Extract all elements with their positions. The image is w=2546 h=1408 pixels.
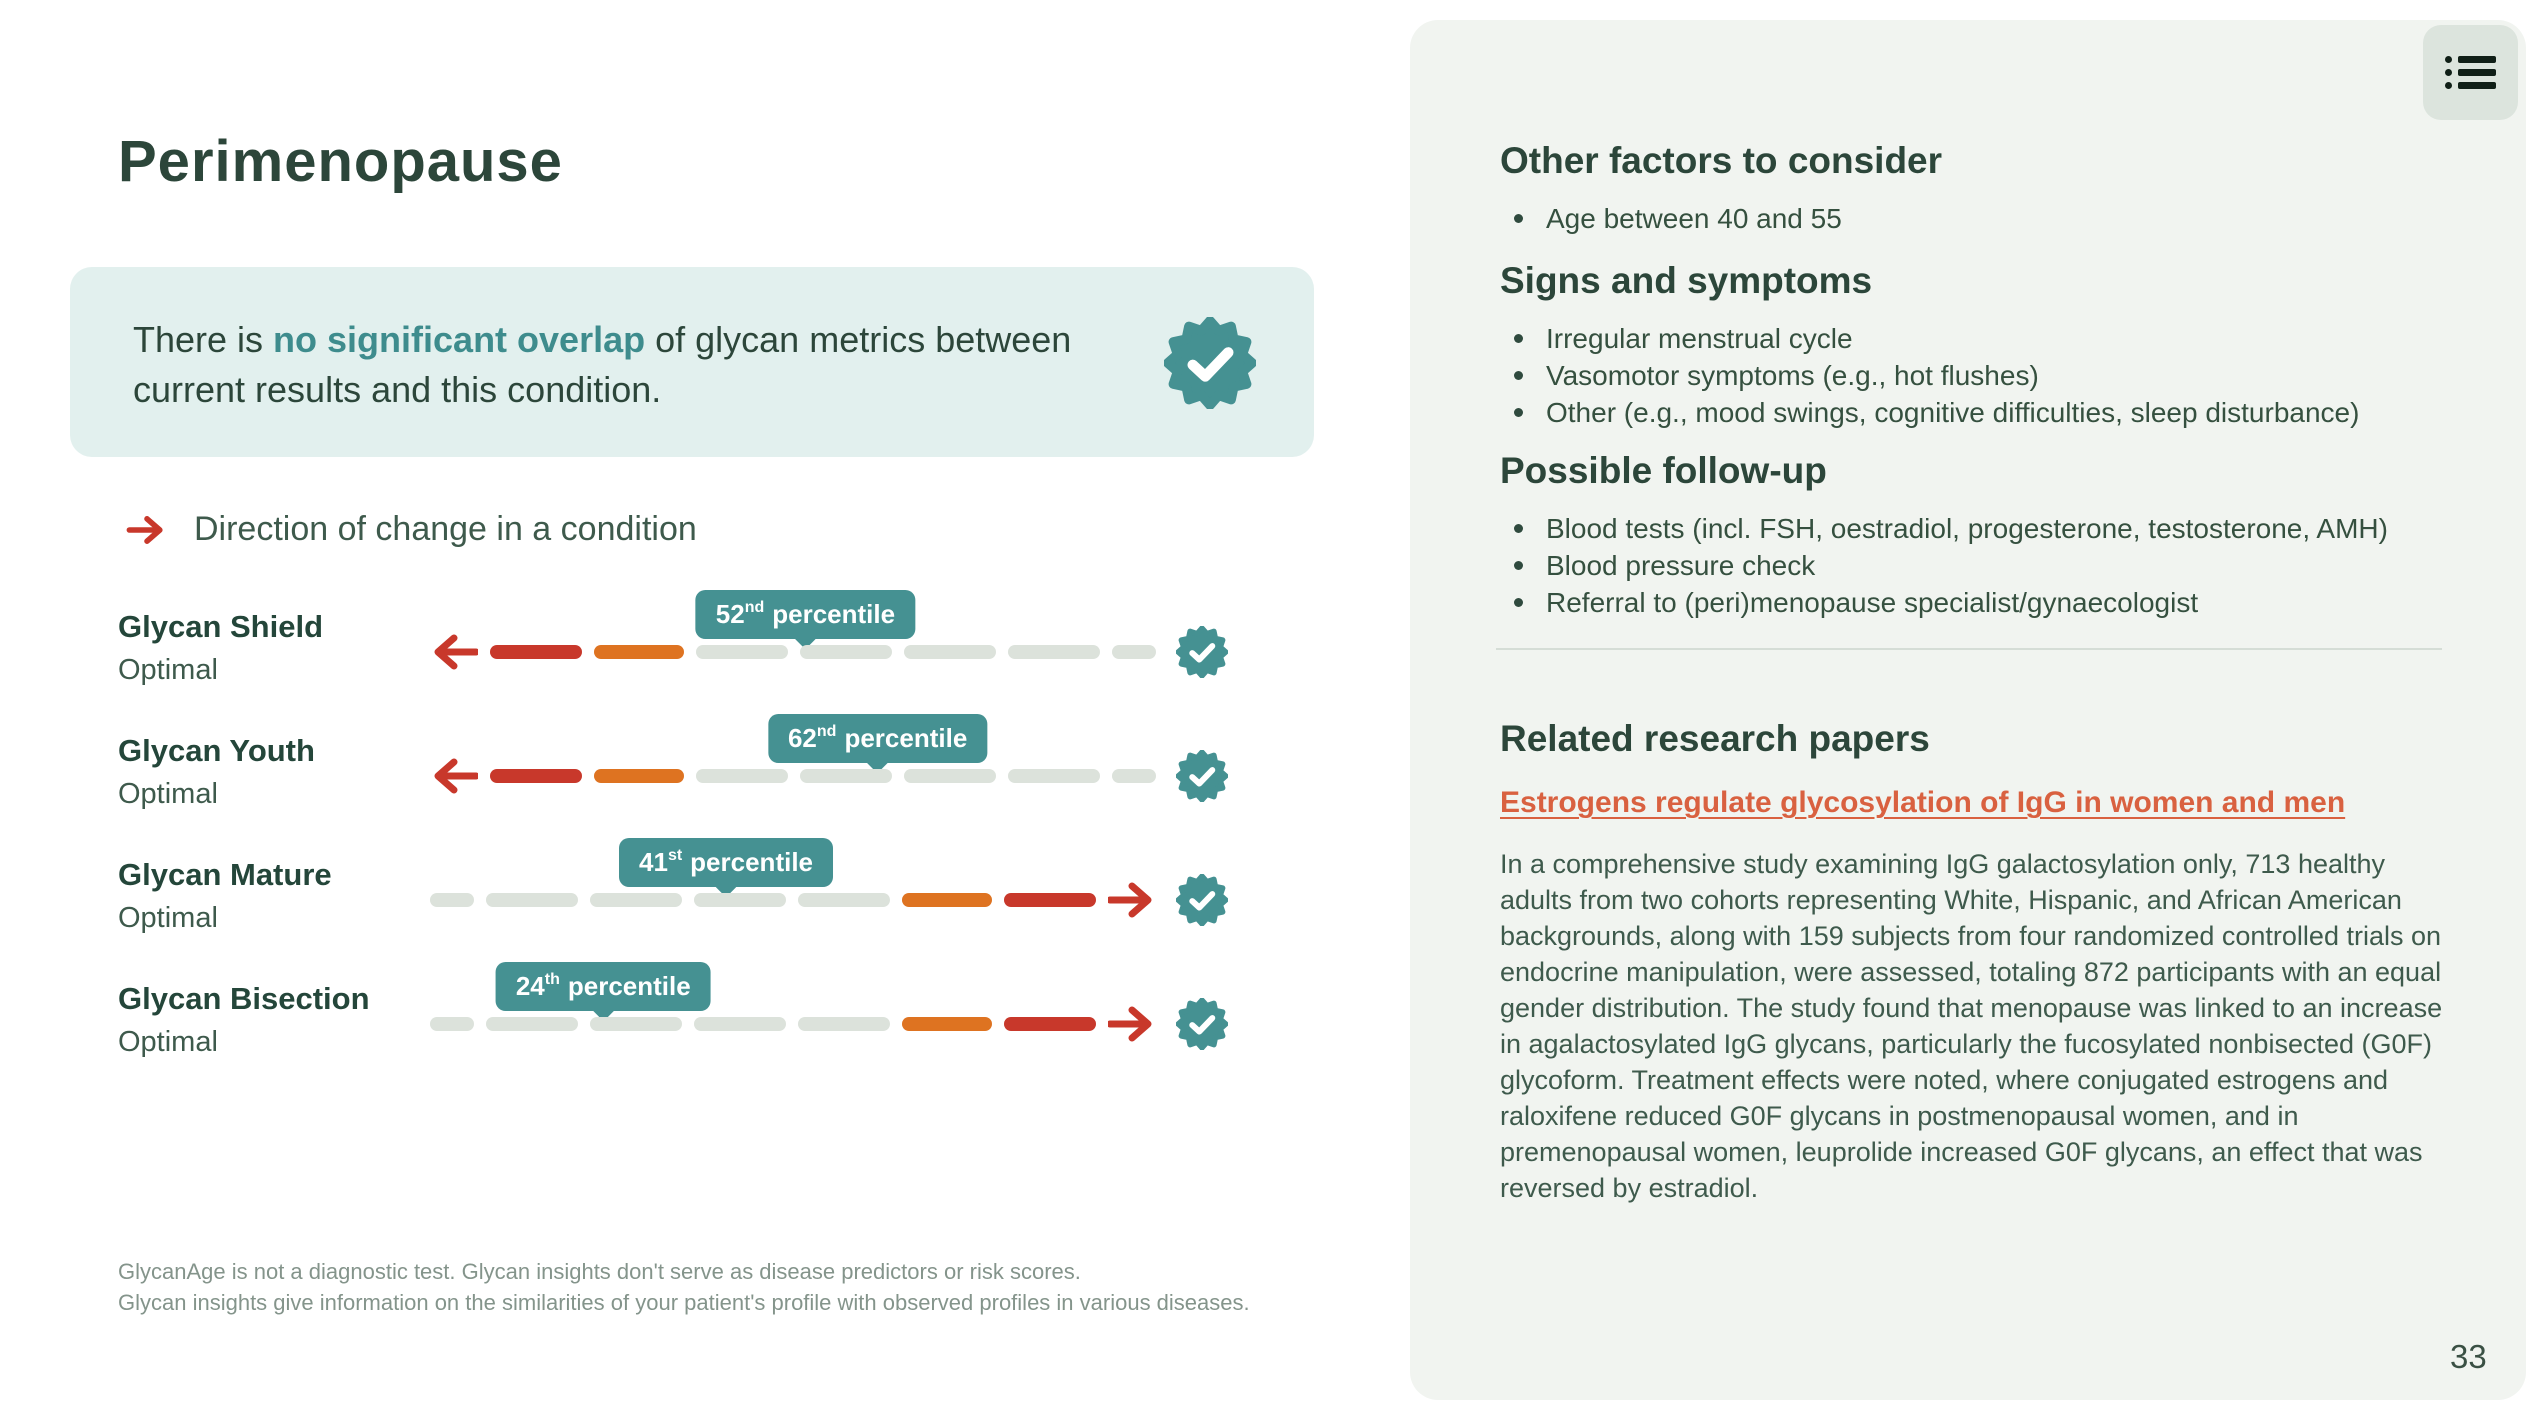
bar-segment-red [1004, 893, 1096, 907]
bar-segment-gray [904, 769, 996, 783]
bar-segment-gray [800, 769, 892, 783]
bar-segment-gray [696, 769, 788, 783]
bar-segment-gray [1008, 645, 1100, 659]
page-title: Perimenopause [118, 129, 563, 194]
overlap-highlight: no significant overlap [273, 319, 646, 360]
bar-segment-gray-short [430, 1017, 474, 1031]
bar-segment-gray [694, 893, 786, 907]
bar-segment-gray-short [1112, 769, 1156, 783]
check-seal-icon [1176, 998, 1228, 1050]
bar-segment-gray [590, 893, 682, 907]
metric-name: Glycan Mature [118, 857, 332, 892]
bar-segment-red [490, 769, 582, 783]
arrow-left-icon [430, 756, 478, 796]
list-icon [2445, 56, 2496, 89]
metric-name: Glycan Shield [118, 609, 324, 644]
arrow-right-icon [126, 514, 168, 546]
section-heading-signs-symptoms: Signs and symptoms [1500, 260, 1873, 301]
menu-button[interactable] [2423, 25, 2518, 120]
metric-status: Optimal [118, 902, 218, 934]
bar-segment-orange [594, 769, 684, 783]
other-factors-list: Age between 40 and 55 [1500, 200, 2500, 237]
list-item: Blood tests (incl. FSH, oestradiol, prog… [1500, 510, 2500, 547]
bar-segment-gray [798, 1017, 890, 1031]
bar-segment-gray-short [430, 893, 474, 907]
list-item: Vasomotor symptoms (e.g., hot flushes) [1500, 357, 2500, 394]
check-seal-icon [1176, 750, 1228, 802]
overlap-banner-text: There is no significant overlap of glyca… [133, 319, 1072, 410]
list-item: Other (e.g., mood swings, cognitive diff… [1500, 394, 2500, 431]
metric-status: Optimal [118, 654, 218, 686]
disclaimer: GlycanAge is not a diagnostic test. Glyc… [118, 1256, 1250, 1318]
metric-status: Optimal [118, 778, 218, 810]
overlap-banner: There is no significant overlap of glyca… [70, 267, 1314, 457]
bar-segment-gray [590, 1017, 682, 1031]
disclaimer-line: GlycanAge is not a diagnostic test. Glyc… [118, 1259, 1081, 1284]
page-number: 33 [2450, 1338, 2487, 1375]
research-paper-summary: In a comprehensive study examining IgG g… [1500, 849, 2443, 1203]
bar-segment-gray [800, 645, 892, 659]
bar-segment-gray [486, 1017, 578, 1031]
bar-segment-gray [798, 893, 890, 907]
bar-segment-gray [1008, 769, 1100, 783]
direction-legend-label: Direction of change in a condition [194, 510, 697, 548]
bar-segment-gray [904, 645, 996, 659]
arrow-right-icon [1108, 880, 1156, 920]
bar-segment-gray [486, 893, 578, 907]
disclaimer-line: Glycan insights give information on the … [118, 1290, 1250, 1315]
bar-segment-gray [694, 1017, 786, 1031]
metric-status: Optimal [118, 1026, 218, 1058]
signs-symptoms-list: Irregular menstrual cycle Vasomotor symp… [1500, 320, 2500, 431]
follow-up-list: Blood tests (incl. FSH, oestradiol, prog… [1500, 510, 2500, 621]
section-heading-research: Related research papers [1500, 718, 1930, 759]
side-panel: Other factors to consider Age between 40… [1410, 20, 2526, 1400]
arrow-right-icon [1108, 1004, 1156, 1044]
list-item: Referral to (peri)menopause specialist/g… [1500, 584, 2500, 621]
list-item: Blood pressure check [1500, 547, 2500, 584]
check-seal-icon [1176, 626, 1228, 678]
check-seal-icon [1176, 874, 1228, 926]
bar-segment-red [490, 645, 582, 659]
direction-legend: Direction of change in a condition [126, 510, 697, 549]
section-heading-other-factors: Other factors to consider [1500, 140, 1943, 181]
bar-segment-gray-short [1112, 645, 1156, 659]
list-item: Irregular menstrual cycle [1500, 320, 2500, 357]
bar-segment-red [1004, 1017, 1096, 1031]
divider [1496, 648, 2442, 650]
bar-segment-orange [902, 1017, 992, 1031]
list-item: Age between 40 and 55 [1500, 200, 2500, 237]
bar-segment-gray [696, 645, 788, 659]
arrow-left-icon [430, 632, 478, 672]
metric-name: Glycan Bisection [118, 981, 370, 1016]
check-seal-icon [1164, 317, 1256, 409]
research-paper-link[interactable]: Estrogens regulate glycosylation of IgG … [1500, 786, 2346, 819]
metric-name: Glycan Youth [118, 733, 315, 768]
bar-segment-orange [902, 893, 992, 907]
section-heading-follow-up: Possible follow-up [1500, 450, 1827, 491]
bar-segment-orange [594, 645, 684, 659]
